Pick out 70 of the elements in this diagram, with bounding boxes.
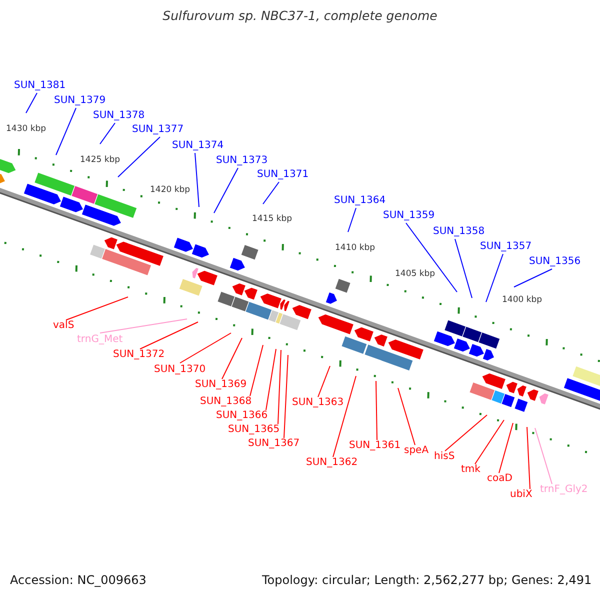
leader-line (398, 388, 416, 446)
footer-text: Topology: circular; Length: 2,562,277 bp; Genes: 2,491 (262, 574, 592, 586)
gene-label: hisS (434, 452, 455, 462)
gene-label: SUN_1357 (480, 242, 532, 252)
gene-label: SUN_1378 (93, 111, 145, 121)
leader-line (100, 318, 188, 334)
leader-line (180, 332, 232, 364)
gene-label: speA (404, 446, 429, 456)
gene-label: SUN_1367 (248, 439, 300, 449)
leader-line (56, 108, 76, 156)
gene-label: SUN_1369 (195, 380, 247, 390)
footer-text: Accession: NC_009663 (10, 574, 146, 586)
leader-line (100, 122, 116, 144)
gene-label: SUN_1379 (54, 96, 106, 106)
gene-label: SUN_1361 (349, 441, 401, 451)
gene-label: SUN_1370 (154, 365, 206, 375)
leader-line (474, 420, 504, 464)
gene-label: valS (53, 321, 74, 331)
leader-line (194, 152, 200, 208)
gene-label: SUN_1358 (433, 227, 485, 237)
leader-line (514, 268, 552, 288)
leader-line (222, 338, 242, 380)
leader-line (376, 380, 378, 440)
leader-line (406, 222, 458, 292)
leader-line (140, 322, 198, 350)
gene-label: coaD (487, 474, 512, 484)
scale-label: 1415 kbp (252, 215, 292, 224)
leader-line (214, 168, 238, 214)
leader-line (348, 208, 356, 232)
scale-label: 1420 kbp (150, 186, 190, 194)
gene-label: SUN_1359 (383, 211, 435, 221)
scale-label: 1405 kbp (395, 270, 436, 278)
gene-label: trnG_Met (77, 335, 123, 345)
leader-line (66, 296, 128, 320)
gene-label: SUN_1381 (14, 81, 66, 91)
gene-label: trnF_Gly2 (540, 485, 588, 495)
leader-line (266, 348, 276, 410)
gene-label: SUN_1356 (529, 257, 581, 267)
scale-label: 1410 kbp (335, 244, 376, 252)
gene-label: SUN_1377 (132, 125, 184, 135)
gene-label: SUN_1363 (292, 398, 344, 408)
gene-label: SUN_1374 (172, 141, 224, 151)
gene-label: tmk (461, 465, 480, 475)
leader-line (444, 414, 488, 452)
gene-label: SUN_1373 (216, 156, 268, 166)
gene-label: SUN_1371 (257, 170, 309, 180)
leader-line (118, 136, 160, 178)
leader-line (26, 92, 38, 114)
title: Sulfurovum sp. NBC37-1, complete genome (162, 10, 438, 22)
leader-line (486, 254, 504, 302)
gene-label: SUN_1362 (306, 458, 358, 468)
leader-line (284, 354, 288, 438)
gene-label: SUN_1368 (200, 397, 252, 407)
scale-label: 1425 kbp (80, 156, 120, 164)
gene-label: SUN_1372 (113, 350, 165, 360)
leader-line (318, 366, 330, 398)
scale-label: 1430 kbp (6, 125, 46, 134)
leader-line (262, 182, 280, 204)
leader-line (278, 350, 282, 424)
leader-line (526, 426, 530, 490)
gene-label: SUN_1365 (228, 425, 280, 435)
leader-line (250, 344, 264, 396)
leader-line (454, 238, 472, 298)
leader-line (498, 422, 514, 474)
gene-label: ubiX (510, 490, 532, 500)
gene-label: SUN_1366 (216, 411, 268, 421)
leader-line (534, 428, 552, 484)
gene-label: SUN_1364 (334, 196, 386, 206)
leader-line (332, 376, 356, 458)
scale-label: 1400 kbp (502, 296, 542, 304)
